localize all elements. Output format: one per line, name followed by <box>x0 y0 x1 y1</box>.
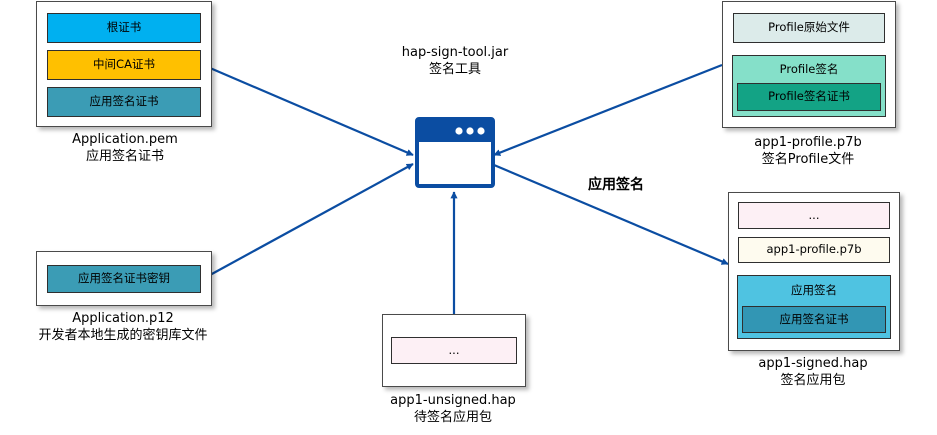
profile-signature-group: Profile签名 Profile签名证书 <box>732 55 886 117</box>
p12-filename: Application.p12 <box>72 311 174 326</box>
app-signature-group: 应用签名 应用签名证书 <box>737 275 891 339</box>
pem-caption: Application.pem 应用签名证书 <box>43 131 207 165</box>
pem-file-box: 根证书 中间CA证书 应用签名证书 <box>36 1 212 127</box>
app-signing-cert: 应用签名证书 <box>47 87 201 117</box>
p12-file-box: 应用签名证书密钥 <box>36 251 212 306</box>
signed-hap-box: ... app1-profile.p7b 应用签名 应用签名证书 <box>728 192 900 351</box>
profile-file-box: Profile原始文件 Profile签名 Profile签名证书 <box>722 1 896 128</box>
tool-name: hap-sign-tool.jar <box>401 45 509 60</box>
profile-caption: app1-profile.p7b 签名Profile文件 <box>728 134 888 168</box>
intermediate-ca-cert: 中间CA证书 <box>47 50 201 80</box>
p12-desc: 开发者本地生成的密钥库文件 <box>38 328 208 343</box>
unsigned-desc: 待签名应用包 <box>413 410 492 425</box>
profile-signing-cert: Profile签名证书 <box>737 83 881 111</box>
signed-desc: 签名应用包 <box>780 373 846 388</box>
arrow-p12-to-tool <box>209 163 414 276</box>
profile-desc: 签名Profile文件 <box>761 152 855 167</box>
profile-raw-file: Profile原始文件 <box>733 13 885 43</box>
app-signature-label: 应用签名 <box>791 283 837 297</box>
arrow-pem-to-tool <box>209 66 414 157</box>
browser-window-icon <box>415 117 495 188</box>
p12-caption: Application.p12 开发者本地生成的密钥库文件 <box>16 310 230 344</box>
tool-caption: hap-sign-tool.jar 签名工具 <box>385 44 525 78</box>
root-cert: 根证书 <box>47 13 201 43</box>
app-signing-key: 应用签名证书密钥 <box>47 265 201 293</box>
pem-desc: 应用签名证书 <box>85 149 164 164</box>
arrow-profile-to-tool <box>493 63 723 157</box>
app-signature-cert: 应用签名证书 <box>742 306 886 333</box>
tool-label: 签名工具 <box>428 62 481 77</box>
unsigned-filename: app1-unsigned.hap <box>390 393 516 408</box>
embedded-profile: app1-profile.p7b <box>738 237 890 263</box>
unsigned-caption: app1-unsigned.hap 待签名应用包 <box>373 392 533 426</box>
pem-filename: Application.pem <box>72 132 178 147</box>
profile-signature-label: Profile签名 <box>779 62 839 76</box>
profile-filename: app1-profile.p7b <box>754 135 862 150</box>
app-signing-label: 应用签名 <box>588 177 644 193</box>
signed-filename: app1-signed.hap <box>758 356 868 371</box>
arrow-tool-to-signed <box>493 163 729 266</box>
unsigned-hap-box: ... <box>382 314 526 387</box>
signed-content: ... <box>738 202 890 229</box>
signed-caption: app1-signed.hap 签名应用包 <box>733 355 893 389</box>
unsigned-content: ... <box>391 337 517 364</box>
